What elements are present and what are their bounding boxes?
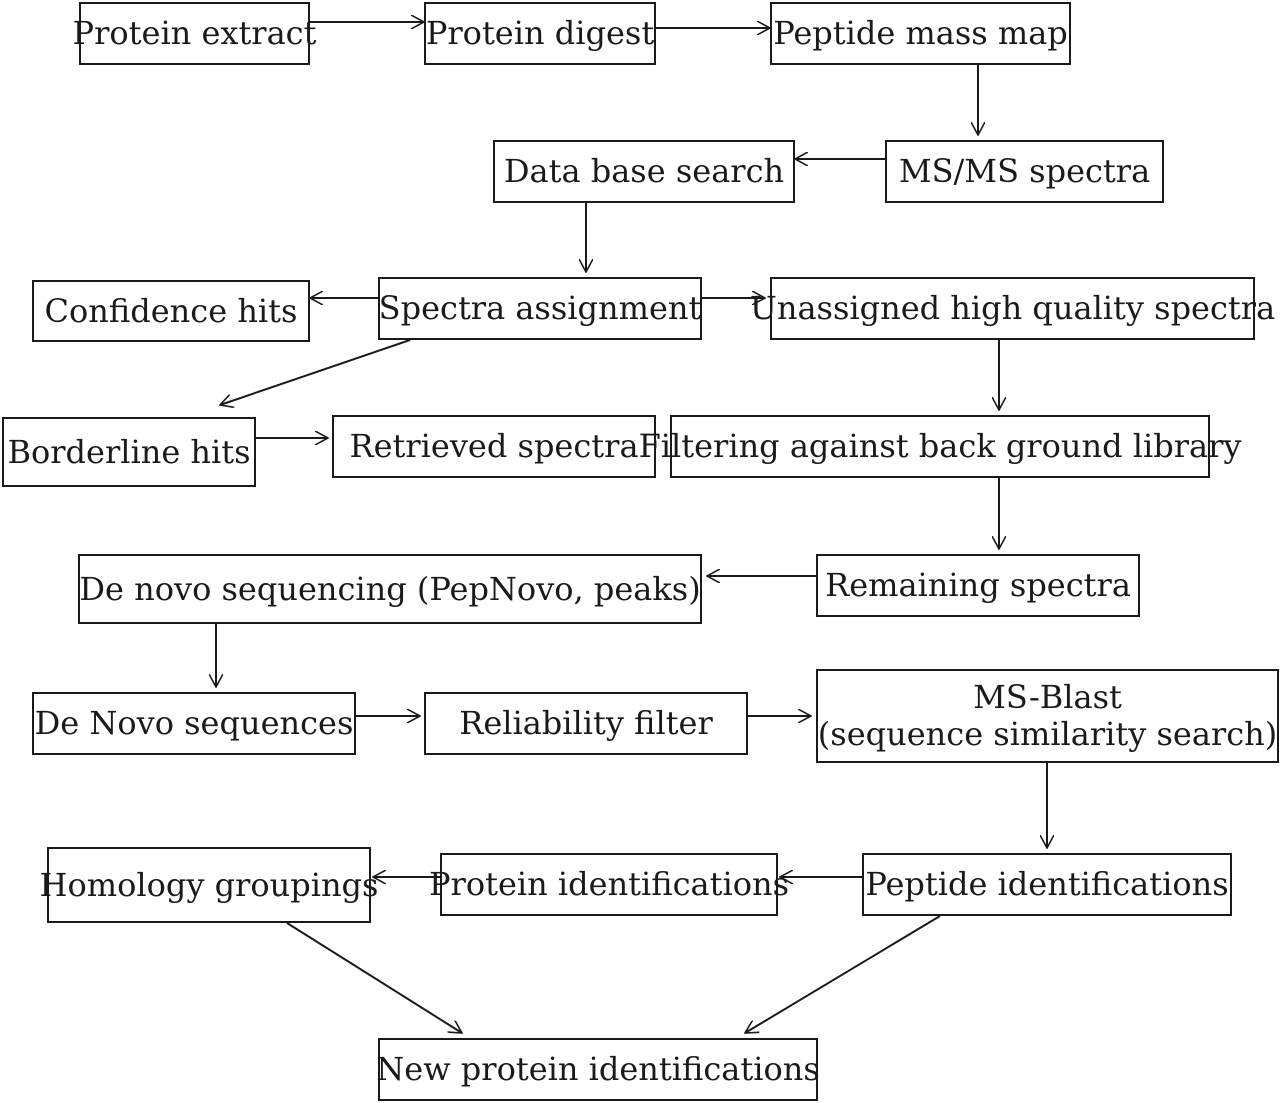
node-ms-blast: MS-Blast (sequence similarity search) [816,669,1279,763]
node-protein-extract: Protein extract [73,2,316,65]
node-label: Unassigned high quality spectra [749,289,1276,328]
node-borderline-hits: Borderline hits [2,417,256,487]
node-label: Protein digest [425,14,655,53]
node-label: Confidence hits [44,291,298,330]
node-label: De novo sequencing (PepNovo, peaks) [79,569,701,608]
node-homology-groupings: Homology groupings [40,847,378,923]
node-peptide-mass-map: Peptide mass map [770,2,1071,65]
node-label: New protein identifications [376,1050,820,1089]
node-label: Homology groupings [39,865,379,904]
node-label: Peptide mass map [773,14,1068,53]
node-new-protein-identifications: New protein identifications [376,1038,820,1101]
node-de-novo-sequencing: De novo sequencing (PepNovo, peaks) [78,554,702,624]
node-unassigned-spectra: Unassigned high quality spectra [750,277,1275,340]
node-label: Remaining spectra [825,566,1131,605]
node-label: Data base search [503,152,785,191]
arrow-homology-groupings-to-new-protein-identifications [286,922,462,1033]
node-protein-identifications: Protein identifications [429,853,789,916]
node-sublabel: (sequence similarity search) [817,715,1278,753]
node-label: De Novo sequences [34,704,354,743]
node-label: Borderline hits [7,432,251,471]
node-label: Spectra assignment [378,289,702,328]
node-label: Peptide identifications [865,865,1229,904]
node-spectra-assignment: Spectra assignment [378,277,702,340]
node-retrieved-spectra: Retrieved spectra [332,415,656,478]
node-peptide-identifications: Peptide identifications [862,853,1232,916]
node-label: MS-Blast [973,678,1122,717]
node-label: Retrieved spectra [349,427,639,466]
node-label: Filtering against back ground library [638,427,1242,466]
node-de-novo-sequences: De Novo sequences [32,692,356,755]
node-msms-spectra: MS/MS spectra [885,140,1164,203]
node-label: Protein extract [72,14,317,53]
node-label: Reliability filter [459,704,713,743]
node-remaining-spectra: Remaining spectra [816,554,1140,617]
node-label: Protein identifications [429,865,789,904]
node-label: MS/MS spectra [898,152,1151,191]
arrow-spectra-assignment-to-borderline-hits [220,339,411,405]
node-confidence-hits: Confidence hits [32,280,310,342]
node-database-search: Data base search [493,140,795,203]
node-filtering-background: Filtering against back ground library [639,415,1241,478]
node-protein-digest: Protein digest [424,2,656,65]
arrow-peptide-identifications-to-new-protein-identifications [745,915,941,1033]
node-reliability-filter: Reliability filter [424,692,748,755]
